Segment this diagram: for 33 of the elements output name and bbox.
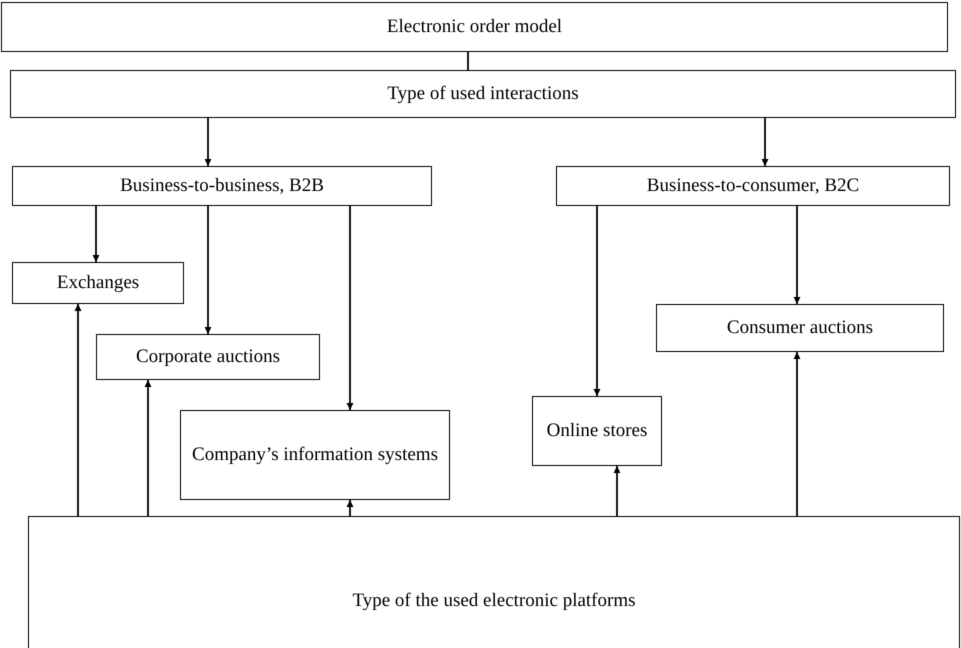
arrow [346, 500, 354, 516]
box-label: Business-to-business, B2B [120, 174, 324, 198]
box-label: Company’s information systems [192, 443, 438, 467]
process-box [532, 396, 662, 466]
process-box [28, 516, 960, 648]
box-label: Consumer auctions [726, 316, 874, 340]
process-box [180, 410, 450, 500]
arrow [346, 206, 354, 410]
box-label: Corporate auctions [136, 345, 280, 369]
arrow [762, 118, 768, 166]
process-box [96, 334, 320, 380]
process-box [10, 70, 956, 118]
arrow [614, 466, 620, 516]
arrow [74, 304, 82, 516]
box-label: Online stores [546, 419, 648, 443]
process-box [556, 166, 950, 206]
process-box [1, 2, 948, 52]
arrow [204, 118, 212, 166]
box-label: Business-to-consumer, B2C [646, 174, 860, 198]
process-box [12, 166, 432, 206]
box-label: Exchanges [56, 271, 140, 295]
process-box [12, 262, 184, 304]
arrow [594, 206, 600, 396]
arrow [92, 206, 100, 262]
connector-line [467, 52, 469, 70]
box-label: Type of used interactions [387, 82, 579, 106]
box-label: Type of the used electronic platforms [352, 589, 636, 613]
arrow [794, 352, 800, 516]
arrow [794, 206, 800, 304]
arrow [144, 380, 152, 516]
box-label: Electronic order model [386, 15, 562, 39]
process-box [656, 304, 944, 352]
arrow [204, 206, 212, 334]
